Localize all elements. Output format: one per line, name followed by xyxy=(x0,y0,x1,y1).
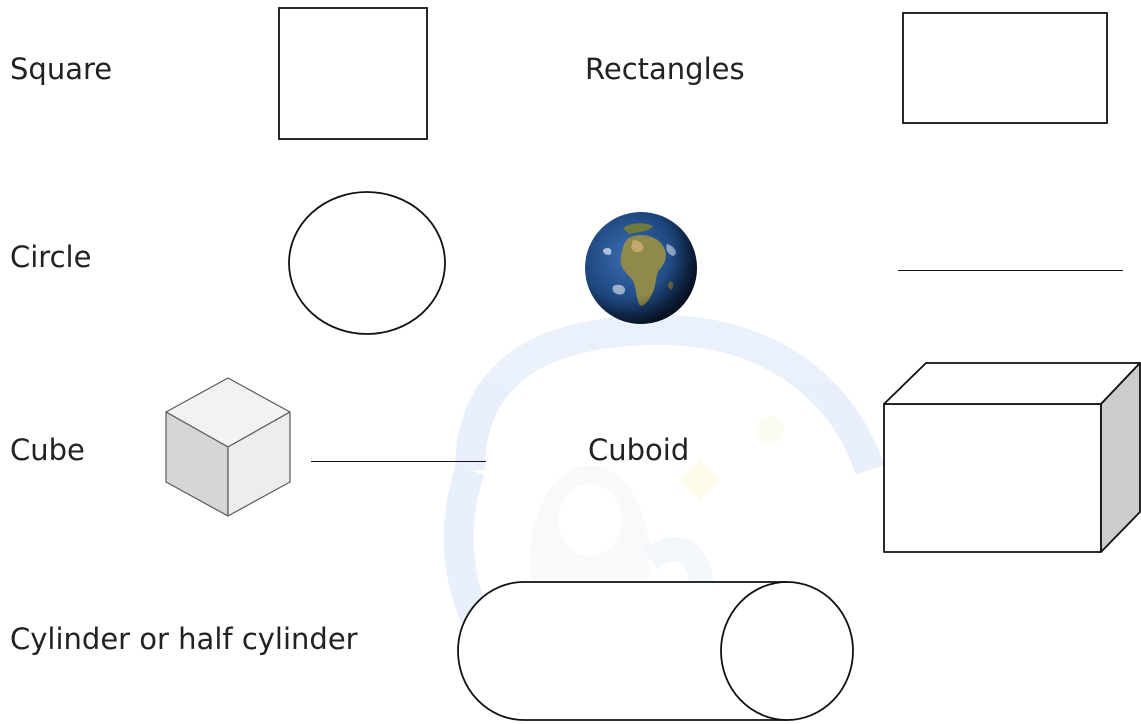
cuboid-label: Cuboid xyxy=(588,433,690,467)
cylinder-shape xyxy=(457,581,854,721)
square-shape xyxy=(278,7,428,140)
cube-label: Cube xyxy=(10,433,85,467)
cube-shape xyxy=(165,377,291,517)
cuboid-shape xyxy=(883,362,1141,553)
square-label: Square xyxy=(10,52,113,86)
answer-blank-line-globe[interactable] xyxy=(898,270,1123,271)
rectangles-label: Rectangles xyxy=(585,52,745,86)
answer-blank-line-cube[interactable] xyxy=(311,461,486,462)
earth-globe-icon xyxy=(585,212,697,324)
rectangle-shape xyxy=(902,12,1108,124)
cylinder-label: Cylinder or half cylinder xyxy=(10,622,358,656)
circle-label: Circle xyxy=(10,240,92,274)
circle-shape xyxy=(288,191,446,335)
